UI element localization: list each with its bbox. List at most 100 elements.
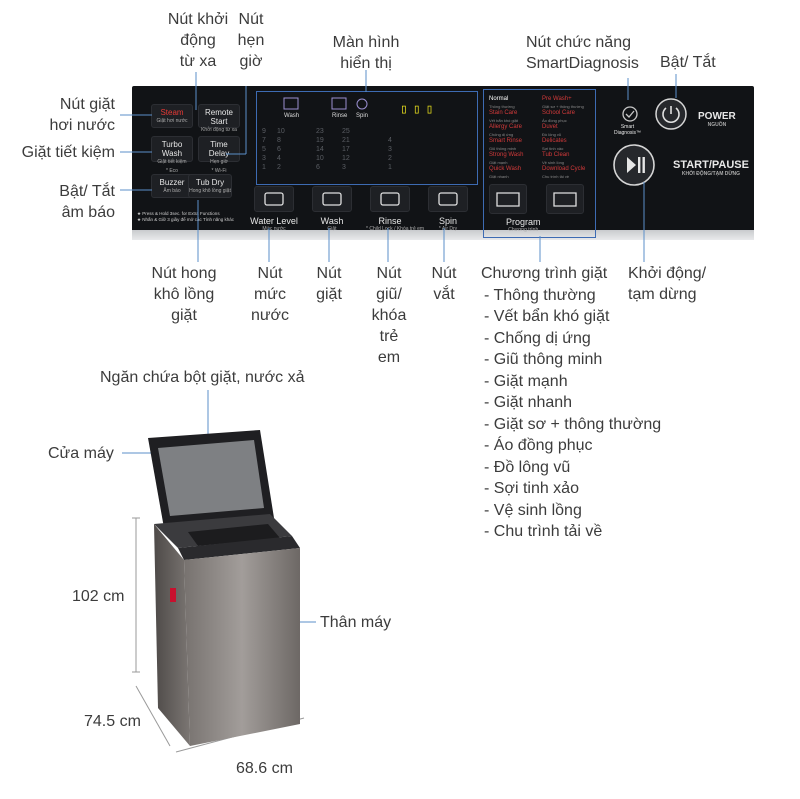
cycle-key-water-level[interactable] — [254, 186, 294, 212]
buzzer-sub: Âm báo — [163, 188, 181, 194]
cycle-key-sub: * Child Lock / Khóa trẻ em — [366, 226, 425, 232]
tub-opening — [188, 524, 280, 546]
steam-button[interactable]: Steam Giặt hơi nước — [151, 104, 193, 128]
program-key-icon — [553, 192, 577, 207]
program-list-item: - Sợi tinh xảo — [484, 480, 579, 497]
label-smart-diagnosis: Nút chức năng SmartDiagnosis — [526, 32, 639, 74]
display-digit: 3 — [262, 155, 266, 162]
cycle-key-rinse[interactable] — [370, 186, 410, 212]
label-height: 102 cm — [72, 588, 125, 605]
side-logo — [170, 588, 176, 602]
tub-dry-button[interactable]: Tub Dry Hong khô lồng giặt — [188, 174, 232, 198]
cycle-key-spin[interactable] — [428, 186, 468, 212]
label-wash: Nút giặt — [304, 263, 354, 305]
display-digit: 9 — [262, 128, 266, 135]
display-digit: 1 — [262, 164, 266, 171]
label-timer-l1: Nút — [238, 11, 264, 28]
buzzer-label: Buzzer — [159, 178, 185, 187]
label-rinse-l1: Nút — [376, 265, 402, 282]
power-button[interactable] — [654, 97, 688, 131]
label-power: Bật/ Tắt — [660, 54, 716, 71]
program-key-icon — [496, 192, 520, 207]
label-rinse-l4: trẻ — [379, 328, 399, 345]
label-width: 68.6 cm — [236, 760, 293, 777]
cycle-key-caption: Rinse* Child Lock / Khóa trẻ em — [366, 216, 425, 232]
program-indicator-sub: Vệ sinh lồng — [542, 160, 565, 165]
label-water-level: Nút mức nước — [242, 263, 298, 326]
label-depth: 74.5 cm — [84, 713, 141, 730]
program-indicator-sub: Áo đồng phục — [542, 118, 567, 123]
program-indicator-sub: Chu trình tải về — [542, 174, 570, 179]
steam-button-sub: Giặt hơi nước — [156, 118, 188, 124]
display-icons — [283, 97, 368, 110]
label-water-level-l2: mức — [253, 286, 287, 303]
program-indicator-label: Pre Wash+ — [542, 96, 572, 102]
cycle-key-sub: Mức nước — [262, 226, 286, 232]
label-water-level-l1: Nút — [257, 265, 283, 282]
machine-control-strip — [178, 536, 300, 560]
buzzer-button[interactable]: Buzzer Âm báo — [151, 174, 193, 198]
turbo-wash-label: Turbo Wash — [161, 140, 183, 158]
program-list-item: - Chống dị ứng — [484, 329, 591, 347]
display-digit: 2 — [277, 164, 281, 171]
label-buzzer-l1: Bật/ Tắt — [59, 183, 115, 200]
cycle-key-wash[interactable] — [312, 186, 352, 212]
label-turbo: Giặt tiết kiệm — [21, 144, 115, 161]
time-delay-button[interactable]: Time Delay Hẹn giờ * Wi-Fi — [198, 136, 240, 174]
display-digit: 5 — [262, 146, 266, 153]
label-steam-l1: Nút giặt — [59, 96, 115, 113]
remote-start-button[interactable]: Remote Start Khởi động từ xa — [198, 104, 240, 133]
label-water-level-l3: nước — [250, 307, 290, 324]
program-list-item: - Giặt sơ + thông thường — [484, 415, 662, 433]
power-sub: NGUỒN — [707, 122, 727, 128]
program-key-2[interactable] — [546, 184, 584, 214]
start-pause-caption: START/PAUSE KHỞI ĐỘNG/TẠM DỪNG — [673, 159, 749, 177]
label-tub-dry-l3: giặt — [171, 307, 197, 324]
lid-glass — [158, 440, 264, 516]
program-key-1[interactable] — [489, 184, 527, 214]
turbo-wash-button[interactable]: Turbo Wash Giặt tiết kiệm * Eco — [151, 136, 193, 174]
display-tag-spin: Spin — [356, 113, 369, 119]
play-pause-icon — [627, 157, 636, 173]
label-timer: Nút hẹn giờ — [228, 9, 274, 72]
program-list-item: - Giặt mạnh — [484, 372, 568, 390]
hold-note-1: ★ Press & Hold 3sec. for Extra Functions — [137, 211, 220, 216]
program-indicator: School Care Áo đồng phục — [542, 110, 575, 124]
start-pause-button[interactable] — [612, 143, 656, 187]
program-indicator-label: Delicates — [542, 138, 567, 144]
program-indicator-sub: Chống dị ứng — [489, 132, 514, 137]
display-digit: 10 — [277, 128, 285, 135]
label-lid: Cửa máy — [48, 445, 114, 462]
program-indicator-label: Quick Wash — [489, 166, 522, 172]
display-digit: 3 — [342, 164, 346, 171]
program-indicator-sub: Thông thường — [489, 104, 515, 109]
wash-display-icon — [283, 97, 299, 110]
smart-diag-line2: Diagnosis™ — [614, 130, 641, 136]
label-display: Màn hình hiển thị — [316, 32, 416, 74]
program-indicator-label: Smart Rinse — [489, 138, 523, 144]
tub-dry-sub: Hong khô lồng giặt — [189, 188, 231, 194]
label-tub-dry-l2: khô lồng — [153, 286, 215, 303]
label-remote-start-l2: động — [180, 32, 216, 49]
program-list-item: - Chu trình tải về — [484, 523, 603, 540]
program-indicator: Pre Wash+Giặt sơ + thông thường — [542, 96, 584, 110]
display-digit: 12 — [342, 155, 350, 162]
program-indicator-label: Download Cycle — [542, 166, 586, 172]
label-body: Thân máy — [320, 614, 392, 631]
cycle-key-label: Spin — [438, 216, 457, 226]
display-digit: 4 — [388, 137, 392, 144]
program-list-item: - Vết bẩn khó giặt — [484, 308, 610, 325]
label-spin: Nút vắt — [420, 263, 468, 305]
power-label: POWER — [698, 111, 736, 122]
smart-diagnosis-icon[interactable] — [620, 104, 640, 124]
program-indicator-label: School Care — [542, 110, 576, 116]
label-steam-l2: hơi nước — [49, 117, 116, 134]
